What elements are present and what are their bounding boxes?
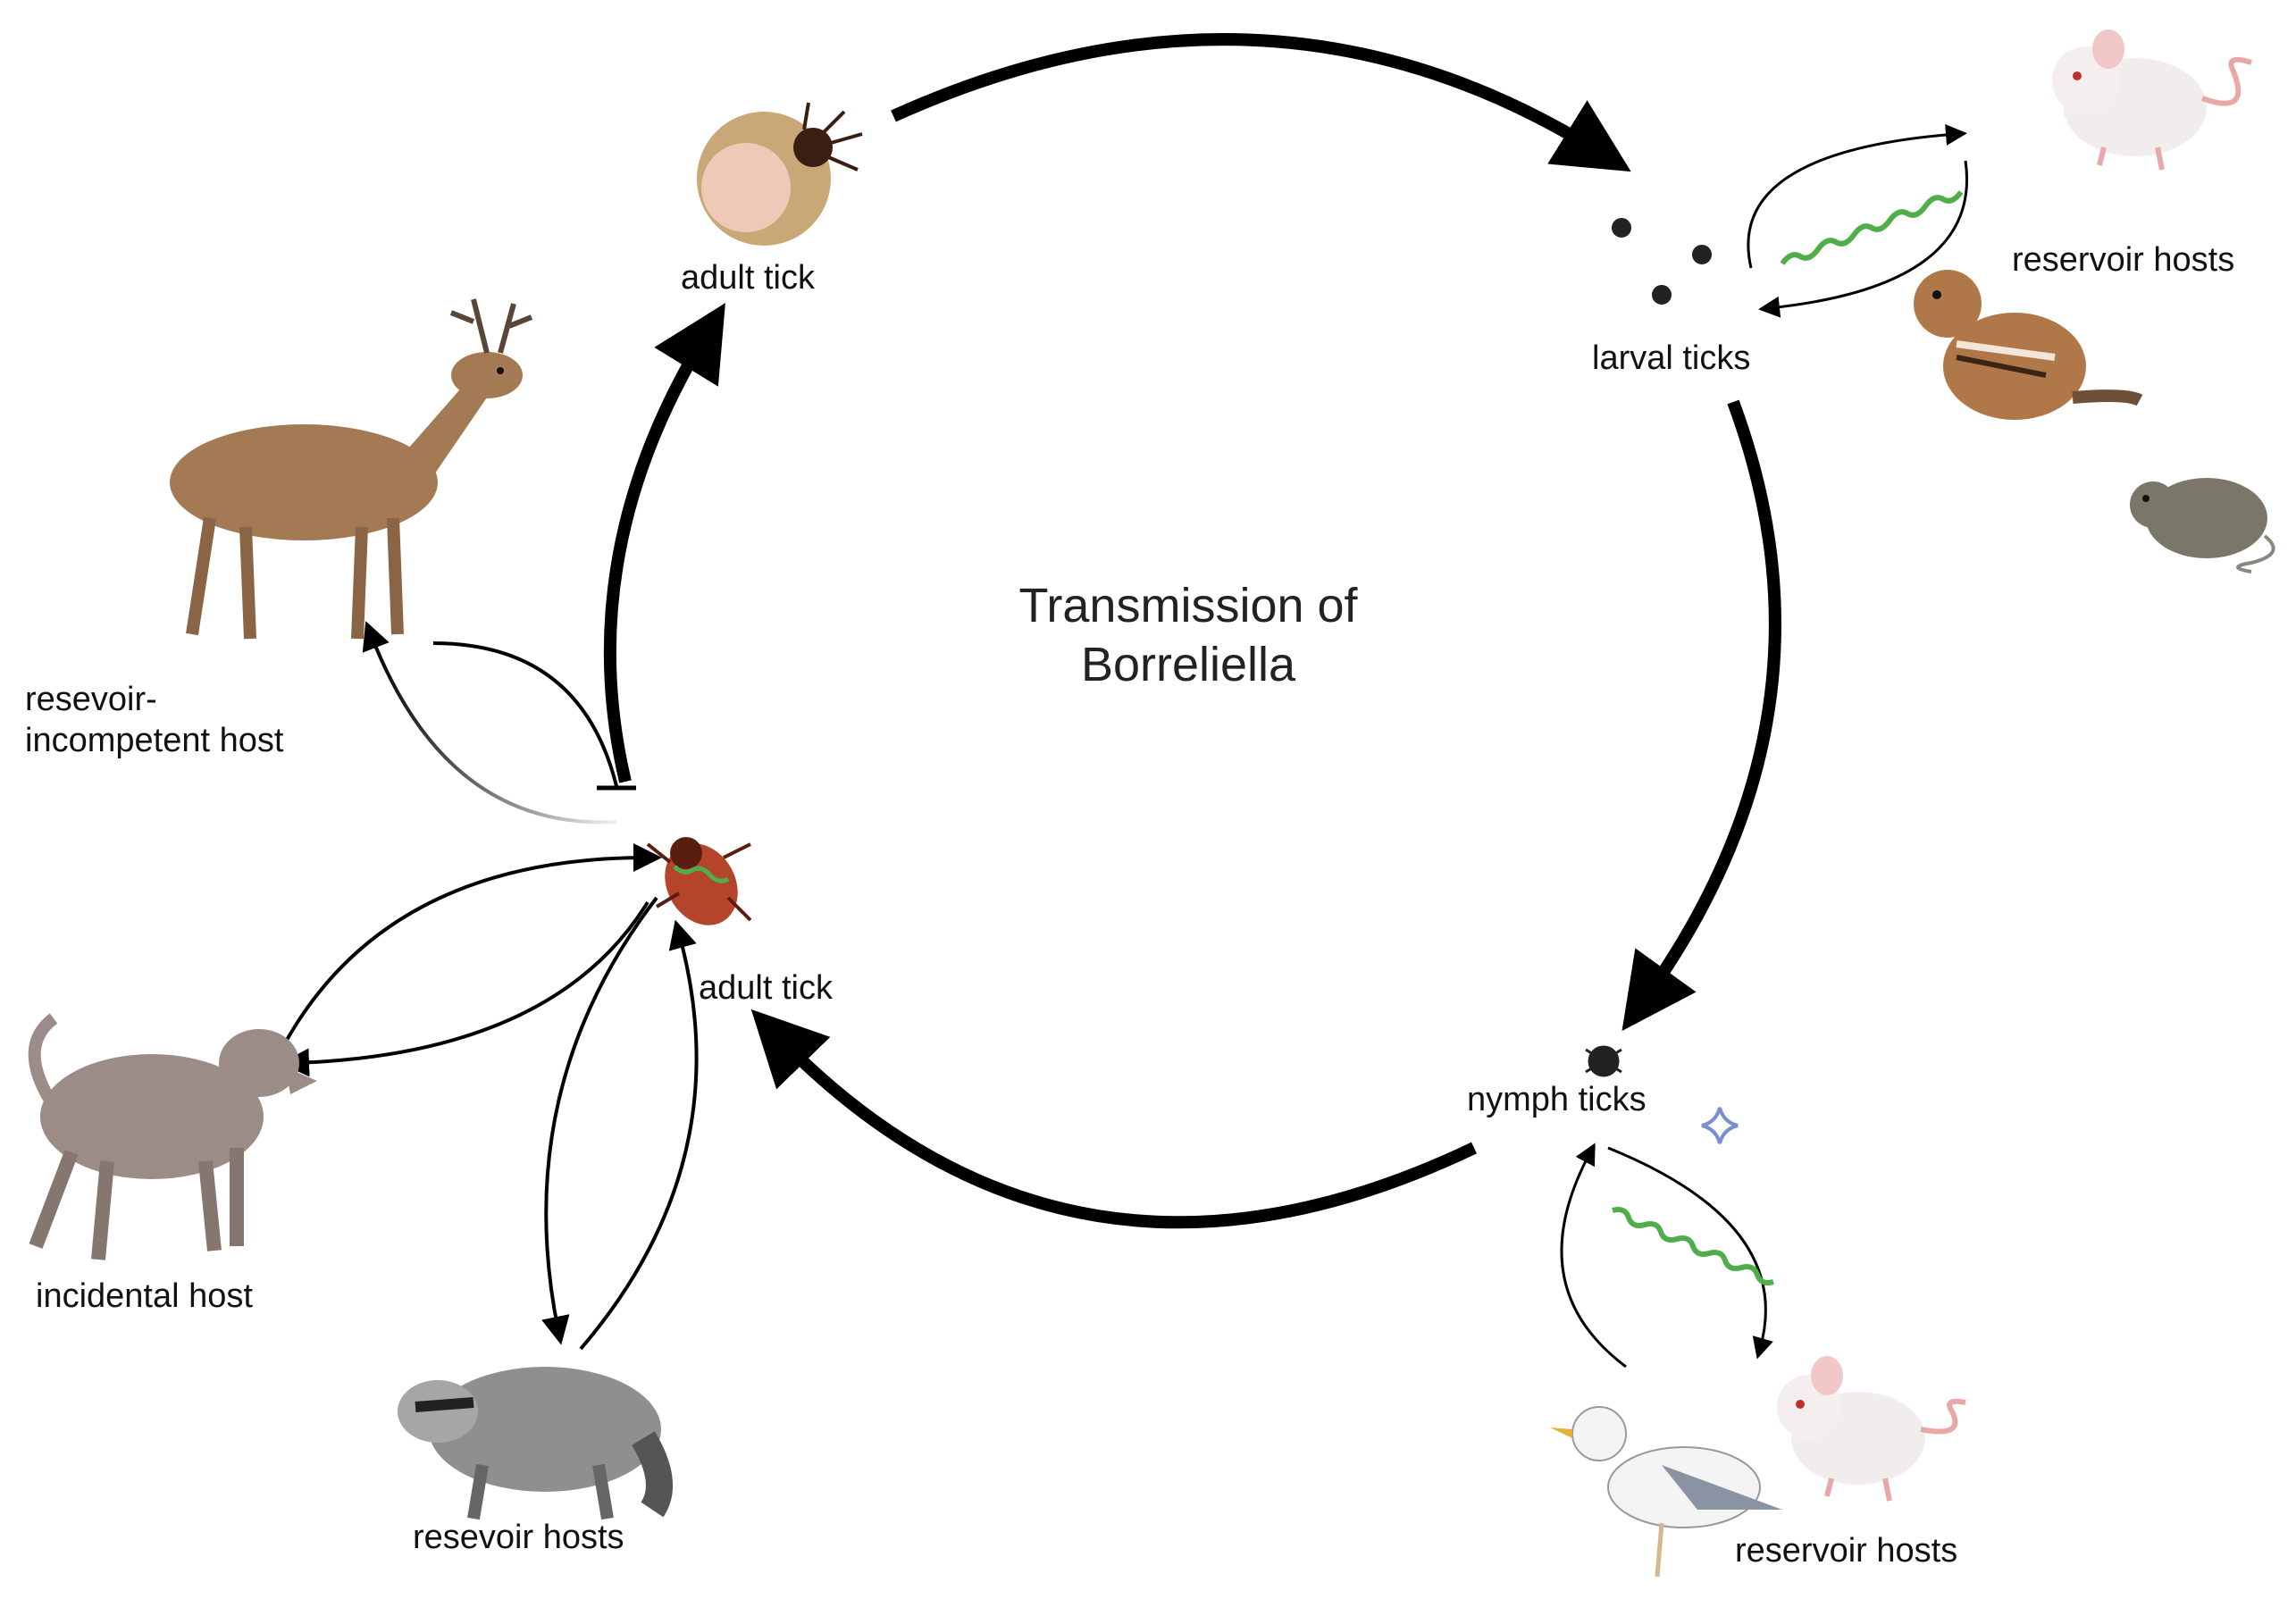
vole-icon <box>2130 478 2275 573</box>
white-mouse-icon <box>2052 29 2252 171</box>
raccoon-icon <box>398 1367 673 1520</box>
arrow-adult-up-to-adult <box>603 303 725 783</box>
arrow-raccoon-to-tick <box>579 919 699 1351</box>
arrow-adult-to-larval <box>891 33 1631 172</box>
arrow-nymph-loop-left <box>1560 1143 1627 1369</box>
arrow-tick-to-raccoon <box>541 896 658 1345</box>
label-larval-ticks: larval ticks <box>1592 339 1751 377</box>
engorged-tick-with-eggs-icon <box>697 102 863 246</box>
seagull-icon <box>1550 1406 1782 1578</box>
label-incidental-host: incidental host <box>36 1277 253 1315</box>
label-incompetent-host: resevoir- incompetent host <box>25 679 283 761</box>
infected-adult-tick-icon <box>646 837 752 925</box>
arrow-larval-loop-bottom <box>1758 160 1968 318</box>
inhibit-deer-to-tick <box>432 641 618 787</box>
label-resevoir-hosts-raccoon: resevoir hosts <box>413 1519 624 1556</box>
diagram-title: Transmission of Borreliella <box>876 576 1501 694</box>
sparkle-icon <box>1701 1107 1739 1144</box>
larval-tick-icon <box>1612 218 1712 305</box>
arrow-larval-to-nymph <box>1621 399 1781 1032</box>
arrow-tick-to-deer <box>362 621 617 825</box>
white-mouse-icon <box>1777 1356 1966 1502</box>
arrow-tick-to-dog <box>281 900 649 1077</box>
label-reservoir-hosts-top: reservoir hosts <box>2012 241 2235 279</box>
label-adult-tick-bottom: adult tick <box>699 969 833 1007</box>
dog-icon <box>28 1013 317 1260</box>
label-incompetent-host-line-2: incompetent host <box>25 722 284 759</box>
chipmunk-icon <box>1914 270 2143 420</box>
arrow-larval-loop-top <box>1747 123 1967 269</box>
title-line-2: Borreliella <box>1080 638 1296 691</box>
label-nymph-ticks: nymph ticks <box>1467 1081 1647 1118</box>
label-incompetent-host-line-1: resevoir- <box>25 681 157 718</box>
arrow-dog-to-tick <box>280 843 662 1051</box>
deer-icon <box>170 298 533 640</box>
title-line-1: Transmission of <box>1018 579 1358 632</box>
spirochete-icon <box>1780 190 1964 265</box>
spirochete-icon <box>1612 1207 1774 1285</box>
arrow-nymph-loop-right <box>1607 1146 1773 1360</box>
nymph-tick-icon <box>1585 1045 1622 1077</box>
label-adult-tick-top: adult tick <box>681 259 815 297</box>
label-reservoir-hosts-bottom: reservoir hosts <box>1735 1532 1958 1570</box>
arrow-nymph-to-adult <box>750 1009 1478 1229</box>
